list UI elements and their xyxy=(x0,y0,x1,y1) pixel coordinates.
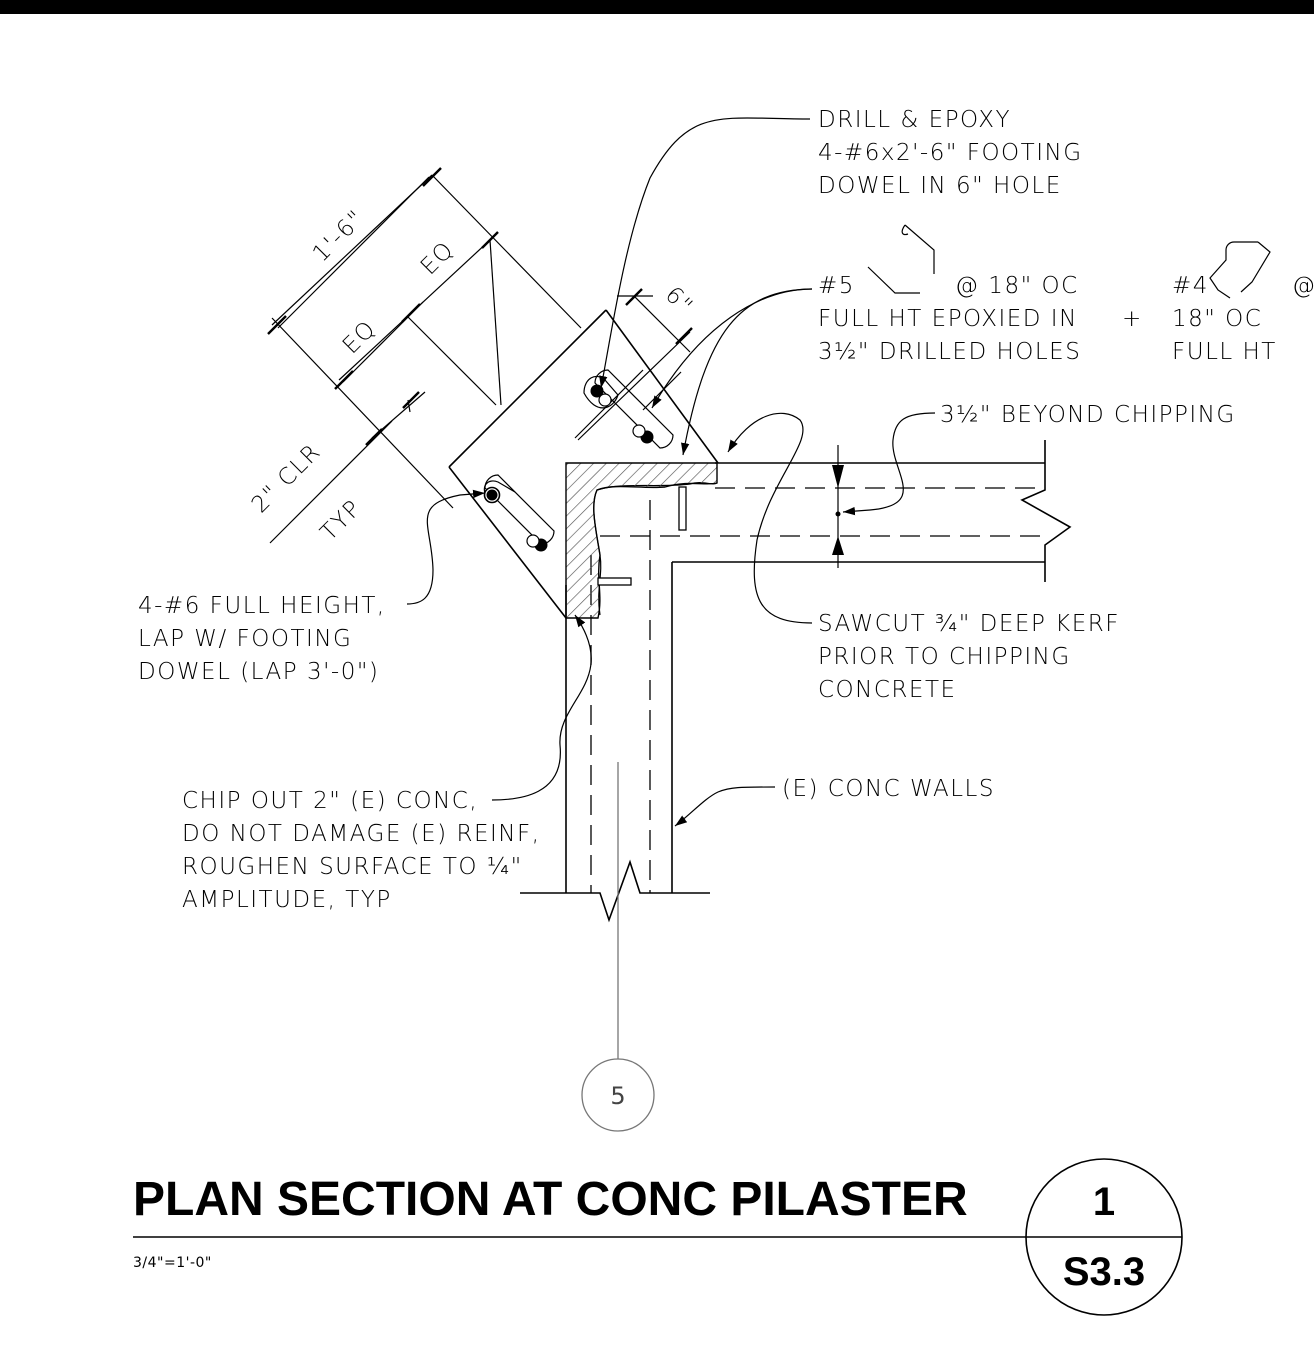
note-dowel-1: DRILL & EPOXY xyxy=(818,107,1011,133)
dim-overall: 1'-6" xyxy=(308,205,370,267)
note-sawcut-3: CONCRETE xyxy=(818,677,957,703)
note-bars-3: DOWEL (LAP 3'-0") xyxy=(138,659,379,685)
dim-eq-lower: EQ xyxy=(338,316,382,360)
note-tie5-spacing: @ 18" OC xyxy=(955,273,1079,299)
note-tie4-bar: #4 xyxy=(1172,273,1209,299)
note-tie4-at: @ xyxy=(1292,273,1314,299)
drawing-title: PLAN SECTION AT CONC PILASTER xyxy=(133,1173,968,1226)
note-tie4-line2: 18" OC xyxy=(1172,306,1262,332)
note-chip-4: AMPLITUDE, TYP xyxy=(182,887,392,913)
new-pilaster xyxy=(448,309,719,619)
dimension-lines xyxy=(267,167,844,568)
sheet-top-border xyxy=(0,0,1314,14)
note-bars-1: 4-#6 FULL HEIGHT, xyxy=(138,593,386,619)
leader-lines xyxy=(406,117,936,1060)
note-walls: (E) CONC WALLS xyxy=(782,776,995,802)
epoxy-tie-anchor-top xyxy=(678,486,687,531)
grid-bubble xyxy=(581,1058,655,1132)
note-tie4-line3: FULL HT xyxy=(1172,339,1277,365)
note-tie5-line3: 3½" DRILLED HOLES xyxy=(818,339,1081,365)
tie4-symbol xyxy=(1209,241,1271,299)
note-sawcut-2: PRIOR TO CHIPPING xyxy=(818,644,1071,670)
note-dowel-3: DOWEL IN 6" HOLE xyxy=(818,173,1062,199)
note-chip-2: DO NOT DAMAGE (E) REINF, xyxy=(182,821,541,847)
dim-clear: 2" CLR xyxy=(247,439,326,518)
note-chip-3: ROUGHEN SURFACE TO ¼" xyxy=(182,854,523,880)
note-tie5-bar: #5 xyxy=(818,273,855,299)
drawing-scale: 3/4"=1'-0" xyxy=(133,1255,212,1271)
note-tie5-line2: FULL HT EPOXIED IN xyxy=(818,306,1078,332)
epoxy-tie-anchor-left xyxy=(597,577,632,586)
tie5-symbol xyxy=(867,224,935,294)
note-plus: + xyxy=(1122,306,1143,332)
note-bars-2: LAP W/ FOOTING xyxy=(138,626,352,652)
dim-offset: 6" xyxy=(660,282,698,320)
note-sawcut-1: SAWCUT ¾" DEEP KERF xyxy=(818,611,1120,637)
dim-typ: TYP xyxy=(316,495,367,546)
detail-sheet: S3.3 xyxy=(1063,1250,1145,1294)
existing-walls xyxy=(520,440,1072,923)
detail-number: 1 xyxy=(1093,1180,1115,1224)
note-chip-1: CHIP OUT 2" (E) CONC, xyxy=(182,788,478,814)
note-dowel-2: 4-#6x2'-6" FOOTING xyxy=(818,140,1083,166)
grid-bubble-label: 5 xyxy=(610,1082,625,1110)
chipped-concrete-hatch xyxy=(565,462,718,619)
note-beyond-chipping: 3½" BEYOND CHIPPING xyxy=(940,402,1236,428)
